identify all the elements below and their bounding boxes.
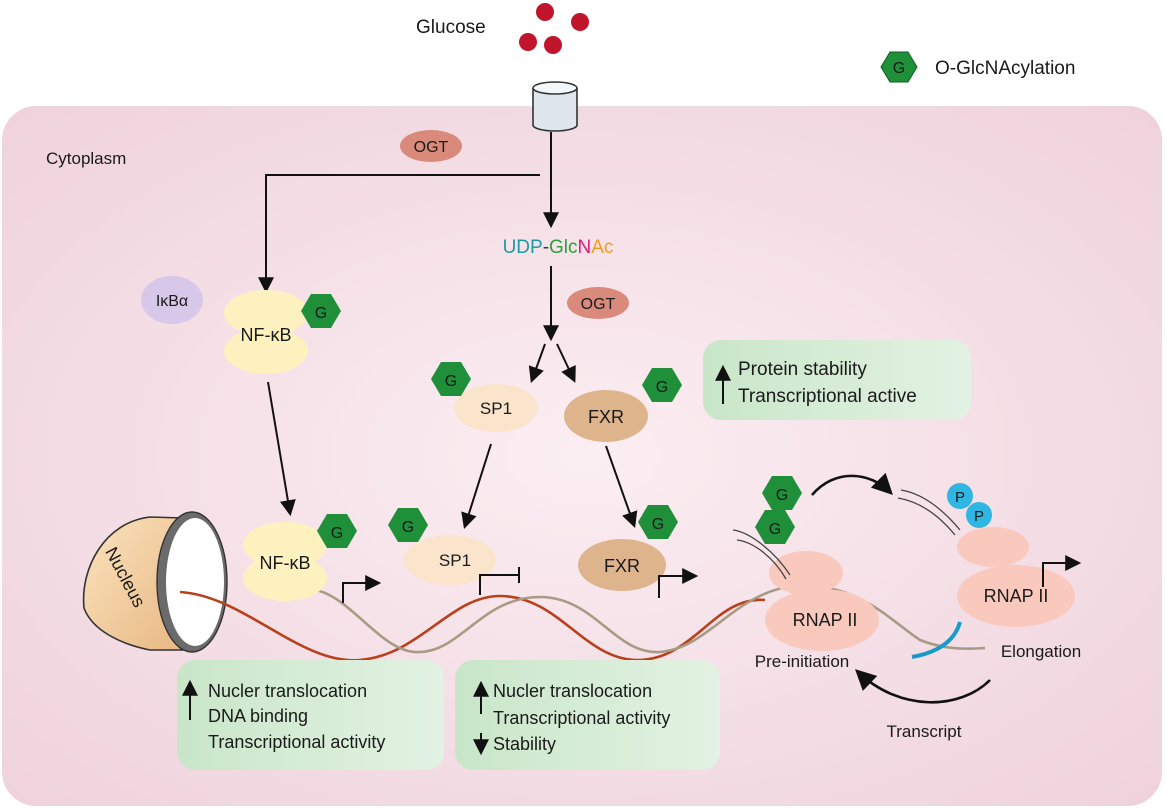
glyco-letter: G (769, 521, 781, 538)
glyco-icon (755, 510, 795, 544)
arrow-fxr-into-nucleus (605, 445, 638, 529)
arrow-to-elongation (811, 472, 893, 496)
phospho-icon (947, 483, 973, 509)
effect-box-fxr: Protein stability Transcriptional active (703, 340, 971, 420)
ogt-node-mid (567, 287, 629, 319)
nfkb-nuc-label: NF-κB (260, 553, 311, 573)
glyco-letter: G (776, 487, 788, 504)
glyco-letter: G (656, 379, 668, 396)
glyco-letter: G (652, 516, 664, 533)
tss-arrow (1042, 555, 1082, 587)
arrow-recycle (854, 669, 991, 704)
ogt-label-mid: OGT (581, 296, 616, 313)
glc-part: Glc (549, 237, 578, 258)
dna-helix (179, 583, 986, 662)
ac-part: Ac (591, 237, 613, 258)
legend-label: O-GlcNAcylation (935, 58, 1075, 79)
phospho-icon (966, 502, 992, 528)
arrow-to-sp1 (528, 343, 546, 384)
nascent-rna-pre (732, 529, 791, 580)
nfkb-nucleus: NF-κB (243, 522, 327, 601)
ogt-label-top: OGT (414, 139, 449, 156)
rnap-preinitiation: RNAP II (765, 551, 879, 651)
ogt-node-top (400, 130, 462, 162)
ikba-label: IκBα (156, 293, 188, 310)
sp1-cyto-label: SP1 (480, 399, 512, 418)
effect-text: Protein stability (738, 359, 867, 380)
glucose-transporter (532, 81, 578, 132)
ikba-node (141, 276, 203, 324)
glyco-icon (431, 362, 471, 396)
dna-strand-gray (314, 583, 986, 654)
fxr-cytoplasm (564, 390, 648, 442)
glucose-dot (519, 33, 537, 51)
tss-arrow (658, 568, 699, 598)
nfkb-cytoplasm: NF-κB (224, 290, 308, 374)
udp-glcnac-label: UDP-GlcNAc (503, 237, 614, 258)
glucose-dot (571, 13, 589, 31)
tss-arrow (342, 575, 382, 603)
effect-text: Transcriptional active (738, 386, 917, 407)
glyco-icon (638, 505, 678, 539)
glyco-letter: G (331, 525, 343, 542)
effect-text: DNA binding (208, 706, 308, 726)
effect-box-sp1: Nucler translocation Transcriptional act… (455, 660, 720, 770)
effect-text: Transcriptional activity (493, 708, 670, 728)
effect-text: Transcriptional activity (208, 732, 385, 752)
rnap-elong-label: RNAP II (984, 586, 1049, 606)
rnap-pre-label: RNAP II (793, 610, 858, 630)
arrow-sp1-into-nucleus (461, 443, 492, 530)
rnap-elongation: RNAP II (957, 527, 1075, 627)
arrow-to-nfkb (258, 174, 540, 294)
sp1-cytoplasm (454, 384, 538, 432)
transcript-label: Transcript (887, 722, 962, 741)
glucose-dot (544, 36, 562, 54)
effect-text: Nucler translocation (208, 681, 367, 701)
dash-part: - (543, 237, 549, 258)
fxr-nucleus (578, 539, 666, 591)
sp1-nucleus (404, 535, 496, 585)
glyco-letter: G (315, 305, 327, 322)
n-part: N (578, 237, 592, 258)
cytoplasm-label: Cytoplasm (46, 149, 126, 168)
glucose-dot (536, 3, 554, 21)
fxr-nuc-label: FXR (604, 556, 640, 576)
glyco-letter: G (445, 373, 457, 390)
glyco-icon (642, 368, 682, 402)
repression-mark (479, 567, 520, 595)
glyco-icon (762, 476, 802, 510)
nascent-rna-elong (897, 489, 961, 536)
phospho-letter: P (955, 489, 965, 506)
glyco-icon (317, 514, 357, 548)
legend-glyco-icon (880, 51, 918, 83)
phospho-letter: P (974, 508, 984, 525)
fxr-cyto-label: FXR (588, 407, 624, 427)
glyco-icon (301, 294, 341, 328)
sp1-nuc-label: SP1 (439, 551, 471, 570)
glyco-letter: G (402, 519, 414, 536)
nfkb-cyto-label: NF-κB (241, 325, 292, 345)
preinitiation-label: Pre-initiation (755, 652, 850, 671)
glucose-molecules (519, 3, 589, 54)
glyco-icon (388, 508, 428, 542)
effect-text: Stability (493, 734, 556, 754)
nucleus: Nucleus (82, 511, 228, 653)
effect-box-nfkb: Nucler translocation DNA binding Transcr… (177, 660, 444, 770)
arrow-nfkb-into-nucleus (267, 381, 296, 517)
arrow-to-fxr (556, 343, 576, 383)
udp-part: UDP (503, 237, 543, 258)
legend: G O-GlcNAcylation (880, 51, 1075, 83)
transcript-strand (911, 621, 962, 659)
elongation-label: Elongation (1001, 642, 1081, 661)
effect-text: Nucler translocation (493, 681, 652, 701)
legend-glyco-letter: G (893, 60, 905, 77)
glucose-label: Glucose (416, 17, 486, 38)
